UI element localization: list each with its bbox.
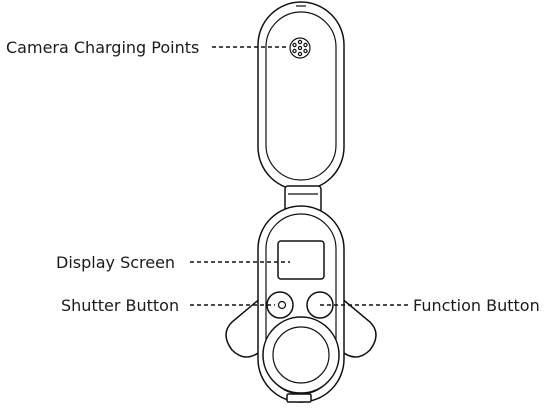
charging-point [292, 48, 297, 54]
shutter-button[interactable] [266, 291, 294, 319]
camera-charging-points-label: Camera Charging Points [6, 38, 199, 57]
display-screen-label: Display Screen [56, 253, 175, 272]
charging-point [303, 48, 308, 54]
grip-base-inner [272, 326, 330, 384]
charging-point [303, 42, 308, 48]
display-screen[interactable] [277, 240, 325, 280]
charging-point [292, 42, 297, 48]
charging-points-icon [289, 37, 311, 59]
shutter-button-label: Shutter Button [61, 296, 179, 315]
camera-lid [257, 1, 345, 191]
camera-lid-outer [257, 1, 345, 191]
grip-base-outer [262, 316, 340, 394]
charging-points-ring [289, 37, 311, 59]
camera-lid-inner [265, 11, 337, 181]
charging-point [297, 39, 303, 45]
grip-body [257, 205, 345, 403]
bottom-tab [286, 393, 312, 403]
shutter-icon [277, 300, 287, 310]
charging-point [297, 45, 303, 51]
function-button-label: Function Button [413, 296, 540, 315]
charging-point [297, 51, 303, 57]
